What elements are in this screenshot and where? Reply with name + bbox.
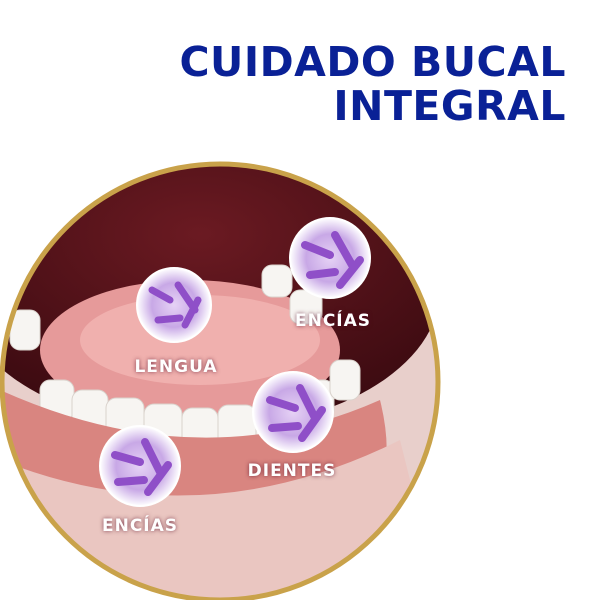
label-tongue: LENGUA (134, 357, 218, 377)
bacteria-tongue (136, 267, 212, 343)
bacteria-gums-top (289, 217, 371, 299)
bacteria-teeth (252, 371, 334, 453)
title-line-1: CUIDADO BUCAL (179, 38, 566, 86)
title-line-2: INTEGRAL (333, 82, 566, 130)
bacteria-gums-bottom (99, 425, 181, 507)
page-title: CUIDADO BUCAL INTEGRAL (179, 40, 566, 128)
label-teeth: DIENTES (247, 461, 337, 481)
label-gums-bottom: ENCÍAS (101, 516, 179, 536)
label-gums-top: ENCÍAS (294, 311, 372, 331)
gold-ring (0, 161, 441, 600)
